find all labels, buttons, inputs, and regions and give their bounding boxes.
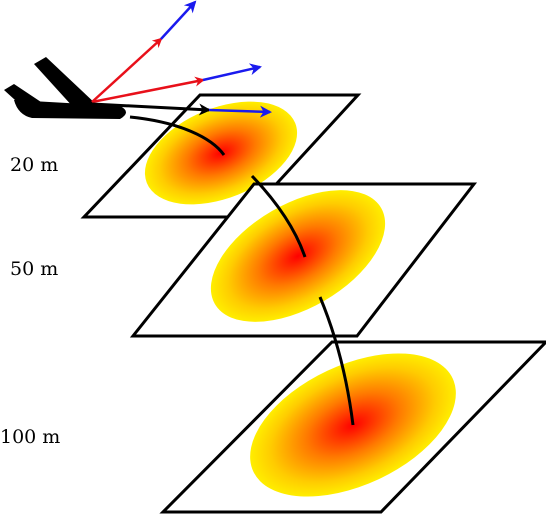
arrow-blue-lower [208,105,272,118]
trajectory-segment-3 [318,296,355,426]
plume-ellipse-50m [210,190,386,322]
direction-arrows [91,0,272,118]
altitude-label-100m: 100 m [0,426,61,448]
sampling-plane-100m [159,340,546,514]
arrow-red-middle [91,76,205,104]
trajectory-segment-2 [250,174,307,258]
arrow-black-lower [91,102,211,116]
sampling-plane-50m [129,182,478,338]
trajectory-segment-1 [129,115,226,156]
altitude-label-50m: 50 m [10,258,59,280]
arrow-blue-middle [202,63,262,82]
aircraft-silhouette-icon [4,57,126,119]
arrow-red-upper [91,37,163,103]
arrow-blue-upper [160,0,197,40]
altitude-label-20m: 20 m [10,154,59,176]
